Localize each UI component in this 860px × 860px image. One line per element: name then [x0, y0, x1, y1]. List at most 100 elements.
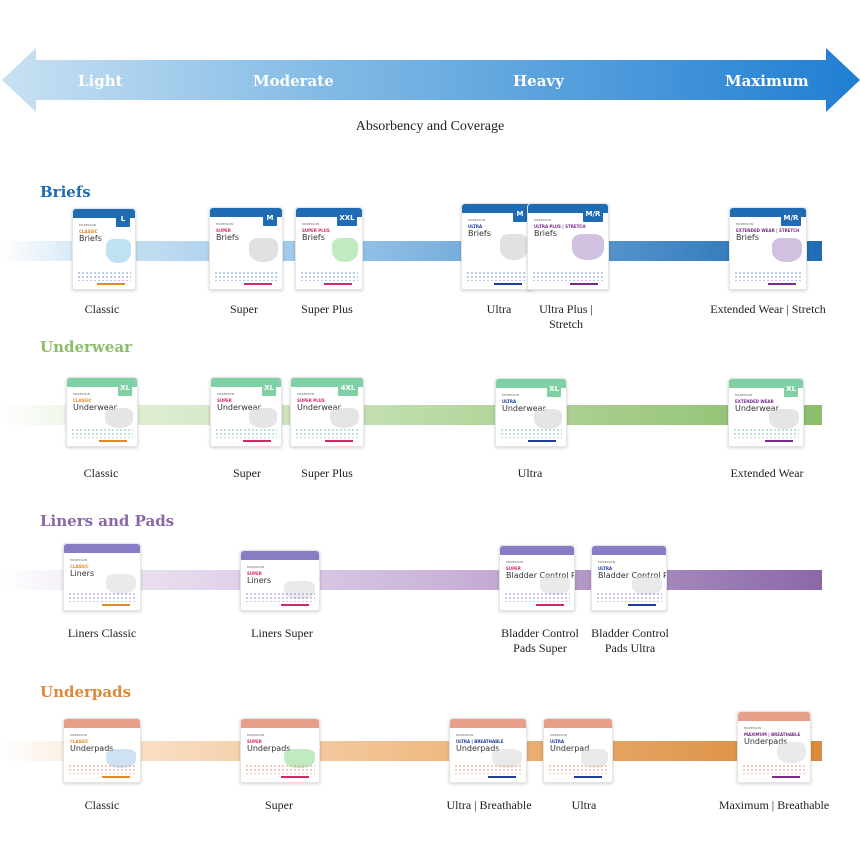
- product-label-line: Super Plus: [301, 302, 353, 316]
- package-top-band: [64, 544, 140, 553]
- package-size-tab: M/R: [583, 206, 603, 222]
- package-tier-stripe: [281, 604, 309, 606]
- product-label-line: Super: [265, 798, 293, 812]
- product-label-line: Liners Classic: [67, 626, 137, 640]
- level-heavy: Heavy: [513, 72, 564, 90]
- package-top-band: [210, 208, 282, 217]
- package-tier-stripe: [768, 283, 796, 285]
- package-tier-stripe: [772, 776, 800, 778]
- package-product-name: Underpads: [247, 744, 291, 753]
- package-tier: SUPER PLUS: [302, 228, 330, 233]
- package-tier-stripe: [281, 776, 309, 778]
- package-dot-pattern: [68, 764, 136, 774]
- product-label-line: Ultra: [486, 302, 512, 316]
- package-tier-stripe: [765, 440, 793, 442]
- package-tier-stripe: [628, 604, 656, 606]
- level-moderate: Moderate: [253, 72, 334, 90]
- absorbency-scale-arrow: [2, 48, 860, 112]
- package-tier: SUPER: [247, 571, 262, 576]
- package-brand: MCKESSON: [70, 558, 87, 562]
- package-size-tab: XL: [118, 380, 132, 396]
- product-label-line: Classic: [84, 798, 120, 812]
- package-dot-pattern: [734, 271, 802, 281]
- package-dot-pattern: [596, 592, 662, 602]
- package-size-tab: XXL: [337, 210, 357, 226]
- package-dot-pattern: [504, 592, 570, 602]
- package-size-tab: XL: [547, 381, 561, 397]
- product-label-underwear-2: Super: [233, 466, 261, 481]
- package-product-illustration: [283, 749, 315, 768]
- package-tier: ULTRA: [468, 224, 483, 229]
- product-label-briefs-6: Extended Wear | Stretch: [710, 302, 826, 317]
- package-tier-stripe: [243, 440, 271, 442]
- package-tier: SUPER: [217, 398, 232, 403]
- package-product-illustration: [105, 574, 136, 594]
- package-top-band: [241, 551, 319, 560]
- package-product-illustration: [771, 238, 802, 263]
- package-brand: MCKESSON: [598, 560, 615, 564]
- product-label-liners-1: Liners Classic: [68, 626, 136, 641]
- package-tier-stripe: [488, 776, 516, 778]
- package-top-band: [496, 379, 566, 388]
- package-product-illustration: [769, 409, 799, 430]
- package-tier: ULTRA: [550, 739, 565, 744]
- package-tier-stripe: [494, 283, 522, 285]
- package-product-name: Liners: [70, 569, 95, 578]
- product-label-underwear-5: Extended Wear: [730, 466, 803, 481]
- package-brand: MCKESSON: [736, 222, 753, 226]
- package-product-illustration: [572, 234, 604, 260]
- axis-caption: Absorbency and Coverage: [355, 119, 505, 134]
- product-label-line: Liners Super: [251, 626, 313, 640]
- package-top-band: [296, 208, 362, 217]
- package-product-name: Underwear: [73, 403, 117, 412]
- package-tier: SUPER: [247, 739, 262, 744]
- package-tier: ULTRA PLUS | STRETCH: [534, 224, 586, 229]
- package-dot-pattern: [215, 428, 277, 438]
- package-dot-pattern: [742, 764, 806, 774]
- package-top-band: [730, 208, 806, 217]
- package-dot-pattern: [214, 271, 278, 281]
- package-tier-stripe: [570, 283, 598, 285]
- package-top-band: [592, 546, 666, 555]
- package-brand: MCKESSON: [73, 392, 90, 396]
- package-top-band: [64, 719, 140, 728]
- product-label-line: Pads Super: [513, 641, 567, 655]
- package-tier-stripe: [528, 440, 556, 442]
- package-tier: MAXIMUM | BREATHABLE: [744, 732, 801, 737]
- product-label-briefs-5: Ultra Plus |Stretch: [539, 302, 593, 332]
- band-briefs: [0, 241, 822, 261]
- package-dot-pattern: [466, 271, 528, 281]
- package-size-tab: M: [513, 206, 527, 222]
- package-product-illustration: [580, 749, 608, 768]
- band-underwear: [0, 405, 822, 425]
- package-size-tab: M/R: [781, 210, 801, 226]
- package-brand: MCKESSON: [550, 733, 567, 737]
- product-label-line: Ultra: [571, 798, 597, 812]
- product-label-briefs-1: Classic: [85, 302, 120, 317]
- package-tier: EXTENDED WEAR | STRETCH: [736, 228, 800, 233]
- package-product-name: Bladder Control Pads: [506, 571, 574, 580]
- product-label-underpads-1: Classic: [85, 798, 120, 813]
- package-top-band: [462, 204, 532, 213]
- package-tier: ULTRA: [502, 399, 517, 404]
- package-product-illustration: [534, 409, 562, 430]
- section-title-underpads: Underpads: [40, 683, 132, 701]
- package-product-name: Bladder Control Pad: [598, 571, 666, 580]
- product-label-line: Ultra Plus |: [539, 302, 593, 316]
- package-dot-pattern: [532, 271, 604, 281]
- package-product-name: Underwear: [735, 404, 779, 413]
- package-brand: MCKESSON: [247, 733, 264, 737]
- package-product-illustration: [540, 576, 570, 596]
- package-product-name: Underwear: [217, 403, 261, 412]
- package-product-illustration: [331, 238, 358, 263]
- package-product-illustration: [491, 749, 522, 768]
- section-title-briefs: Briefs: [40, 183, 91, 201]
